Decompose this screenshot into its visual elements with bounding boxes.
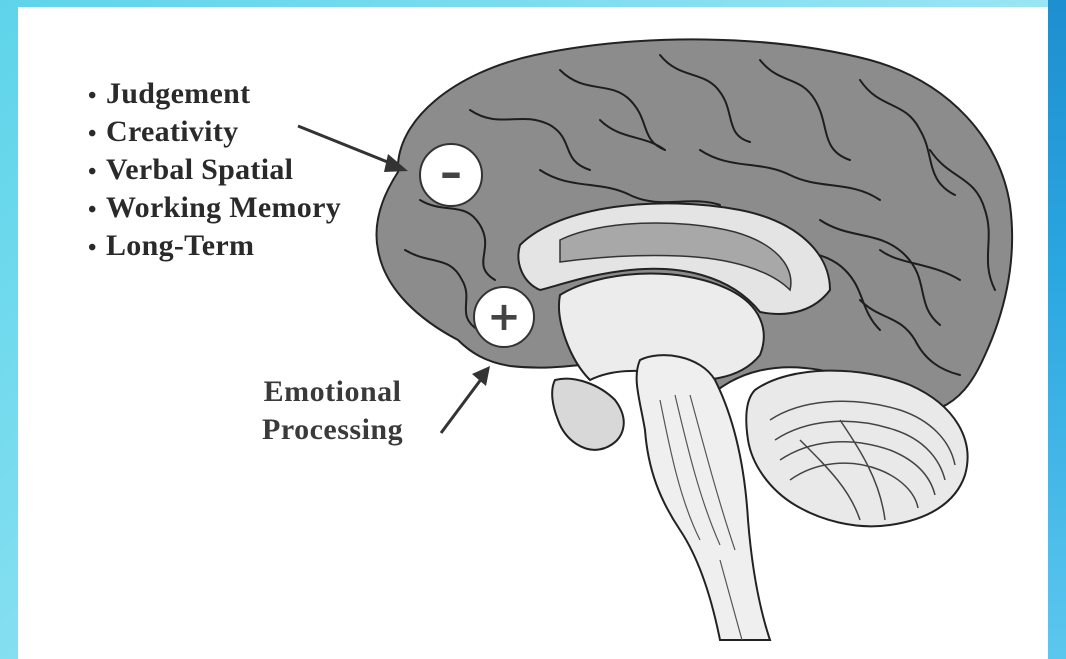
plus-sign: + — [474, 287, 534, 347]
arrow-to-orbital — [441, 366, 490, 433]
temporal-lobe — [552, 379, 624, 450]
function-item: Judgement — [88, 76, 341, 114]
minus-sign: – — [420, 144, 482, 206]
function-item: Working Memory — [88, 190, 341, 228]
function-item: Verbal Spatial — [88, 152, 341, 190]
function-item: Creativity — [88, 114, 341, 152]
function-item: Long-Term — [88, 228, 341, 266]
emotional-label-line1: Emotional — [262, 373, 403, 411]
emotional-label-line2: Processing — [262, 411, 403, 449]
emotional-processing-label: Emotional Processing — [262, 373, 403, 449]
cognitive-functions-list: Judgement Creativity Verbal Spatial Work… — [88, 76, 341, 266]
